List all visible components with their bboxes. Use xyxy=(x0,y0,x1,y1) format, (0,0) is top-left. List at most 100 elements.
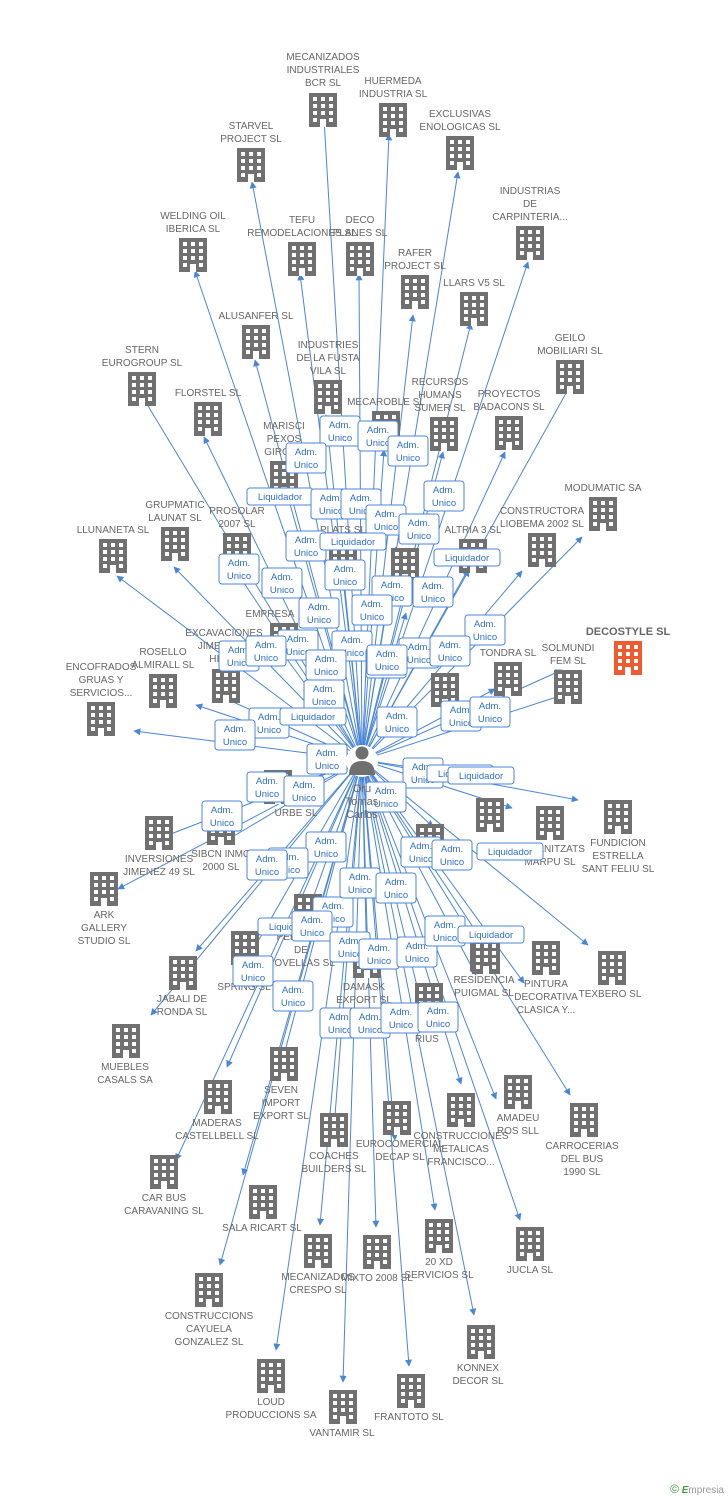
role-label[interactable]: Liquidador xyxy=(279,707,347,726)
role-label[interactable]: Adm.Unico xyxy=(417,1001,459,1033)
role-label[interactable]: Adm.Unico xyxy=(214,719,256,751)
company-node[interactable] xyxy=(476,798,504,832)
company-node[interactable]: MIXTO 2008 SL xyxy=(341,1235,413,1284)
role-label[interactable]: Adm.Unico xyxy=(424,915,466,947)
role-label[interactable]: Adm.Unico xyxy=(380,1002,422,1034)
role-label[interactable]: Adm.Unico xyxy=(291,910,333,942)
role-label[interactable]: Adm.Unico xyxy=(305,831,347,863)
role-label[interactable]: Adm.Unico xyxy=(339,867,381,899)
company-node[interactable]: INDUSTRIASDECARPINTERIA... xyxy=(492,186,568,260)
role-label[interactable]: Adm.Unico xyxy=(283,775,325,807)
role-label[interactable]: Adm.Unico xyxy=(429,635,471,667)
company-node[interactable]: PLATS SL xyxy=(320,525,366,573)
role-label[interactable]: Adm.Unico xyxy=(303,679,345,711)
role-label[interactable]: Adm.Unico xyxy=(306,743,348,775)
role-label[interactable]: Adm.Unico xyxy=(324,559,366,591)
role-label[interactable]: Adm.Unico xyxy=(246,849,288,881)
role-label[interactable]: Liquidador xyxy=(447,766,515,785)
role-label[interactable]: Adm.Unico xyxy=(298,597,340,629)
role-label[interactable]: Adm.Unico xyxy=(319,415,361,447)
role-label[interactable]: Adm.Unico xyxy=(305,649,347,681)
role-label[interactable]: Adm.Unico xyxy=(375,872,417,904)
role-label[interactable]: Adm.Unico xyxy=(272,980,314,1012)
company-node[interactable]: TEXBERO SL xyxy=(579,951,642,1000)
company-node[interactable]: MODUMATIC SA xyxy=(564,483,642,531)
company-node[interactable]: FLORSTEL SL xyxy=(175,388,242,436)
role-label[interactable]: Adm.Unico xyxy=(412,576,454,608)
company-node[interactable]: FRANTOTO SL xyxy=(374,1374,444,1423)
role-label[interactable]: Liquidador xyxy=(476,842,544,861)
company-node[interactable]: SALA RICART SL xyxy=(222,1185,302,1234)
role-label[interactable]: Adm.Unico xyxy=(246,771,288,803)
role-label[interactable]: Adm.Unico xyxy=(285,442,327,474)
company-node[interactable]: ALTRIA 3 SL xyxy=(444,525,502,573)
role-label[interactable]: Adm.Unico xyxy=(431,839,473,871)
role-label[interactable]: Adm.Unico xyxy=(201,800,243,832)
role-label[interactable]: Adm.Unico xyxy=(351,594,393,626)
company-node[interactable]: LLUNANETA SL xyxy=(77,525,150,573)
role-label[interactable]: Adm.Unico xyxy=(423,480,465,512)
company-node[interactable]: VANTAMIR SL xyxy=(309,1390,375,1439)
company-node[interactable]: URBE SL xyxy=(264,770,318,819)
role-label[interactable]: Liquidador xyxy=(319,532,387,551)
role-label[interactable]: Adm.Unico xyxy=(398,513,440,545)
company-node[interactable]: JUCLA SL xyxy=(507,1227,554,1276)
company-node[interactable]: LLARS V5 SL xyxy=(443,278,505,326)
role-label[interactable]: Adm.Unico xyxy=(366,644,408,676)
role-label[interactable]: Adm.Unico xyxy=(218,553,260,585)
role-label[interactable]: Adm.Unico xyxy=(376,706,418,738)
company-node-highlighted[interactable]: DECOSTYLE SL xyxy=(586,626,671,675)
company-node[interactable]: CONSTRUCCIONESMETALICASFRANCISCO... xyxy=(413,1093,509,1168)
role-label[interactable]: Liquidador xyxy=(246,487,314,506)
role-label[interactable]: Adm.Unico xyxy=(469,696,511,728)
role-label[interactable]: Adm.Unico xyxy=(232,955,274,987)
role-label[interactable]: Liquidador xyxy=(457,925,525,944)
role-label[interactable]: Adm.Unico xyxy=(464,614,506,646)
role-label[interactable]: Adm.Unico xyxy=(261,567,303,599)
role-label[interactable]: Adm.Unico xyxy=(358,938,400,970)
company-node[interactable]: TONDRA SL xyxy=(480,648,537,696)
company-node[interactable]: ALUSANFER SL xyxy=(218,311,294,359)
company-node[interactable]: MECAROBLE SL xyxy=(347,397,425,445)
